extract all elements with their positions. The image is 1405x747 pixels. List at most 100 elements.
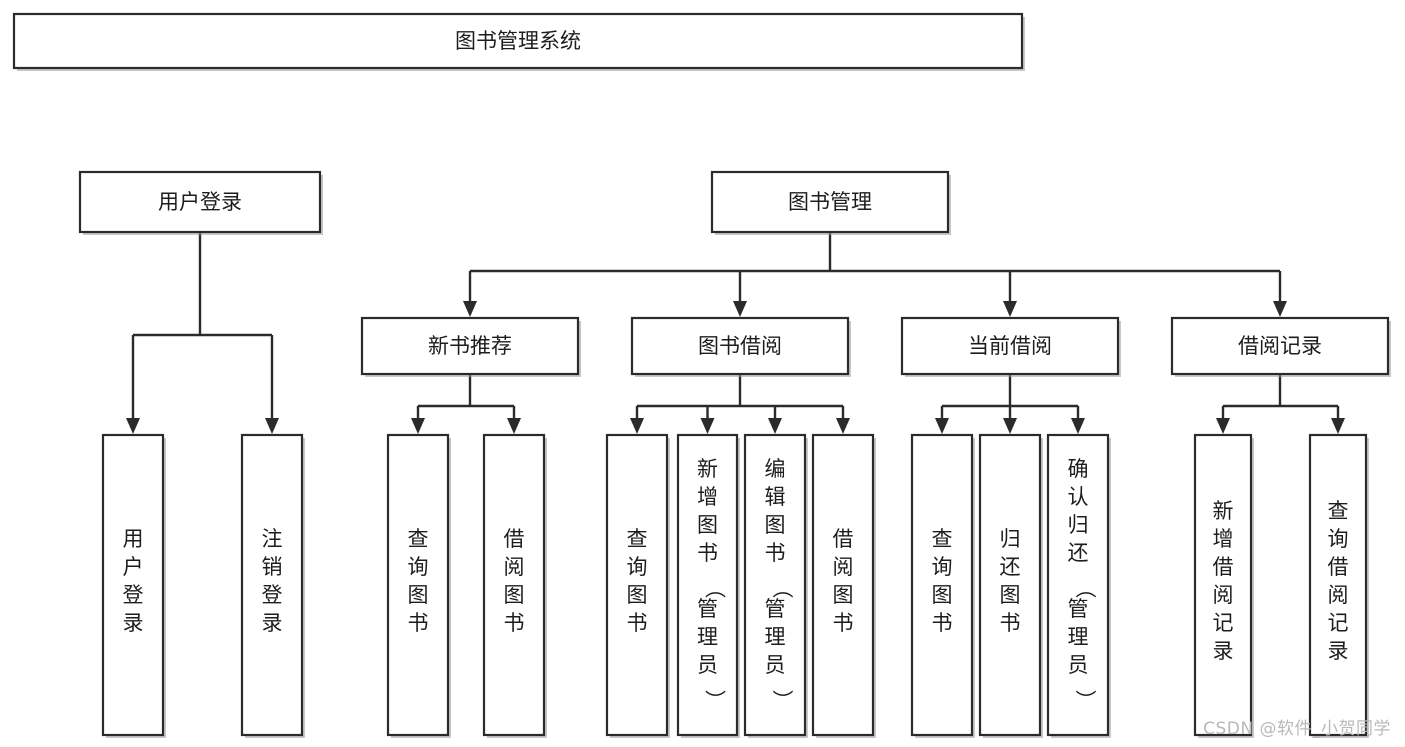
- node-box-logout[interactable]: [240, 433, 304, 737]
- connector-group-login-to-functions: [126, 232, 279, 434]
- svg-text:书: 书: [504, 611, 525, 635]
- svg-text:图: 图: [504, 583, 525, 607]
- node-new-book-rec[interactable]: 新书推荐: [360, 316, 581, 377]
- svg-text:书: 书: [697, 541, 718, 565]
- svg-text:图: 图: [408, 583, 429, 607]
- svg-text:还: 还: [1000, 555, 1021, 579]
- svg-text:阅: 阅: [1213, 583, 1234, 607]
- svg-text:员: 员: [697, 653, 718, 677]
- node-box-query-book-1[interactable]: [386, 433, 450, 737]
- node-box-book-manage[interactable]: [710, 170, 950, 234]
- node-root[interactable]: 图书管理系统: [12, 12, 1025, 71]
- svg-text:查: 查: [408, 527, 429, 551]
- node-box-book-borrow[interactable]: [630, 316, 850, 376]
- node-box-query-book-2[interactable]: [605, 433, 669, 737]
- svg-text:书: 书: [408, 611, 429, 635]
- node-box-user-login[interactable]: [78, 170, 322, 234]
- node-box-new-book-rec[interactable]: [360, 316, 580, 376]
- svg-text:记: 记: [1328, 611, 1349, 635]
- node-user-login[interactable]: 用户登录: [78, 170, 323, 235]
- node-book-manage[interactable]: 图书管理: [710, 170, 951, 235]
- node-login[interactable]: 用户登录: [101, 433, 166, 738]
- node-current-borrow[interactable]: 当前借阅: [900, 316, 1121, 377]
- csdn-watermark: CSDN @软件_小贺同学: [1203, 719, 1391, 739]
- svg-text:管: 管: [697, 597, 718, 621]
- node-label-borrow-record: 借阅记录: [1238, 334, 1322, 358]
- svg-text:还: 还: [1068, 541, 1089, 565]
- node-borrow-record[interactable]: 借阅记录: [1170, 316, 1391, 377]
- svg-text:图: 图: [1000, 583, 1021, 607]
- node-box-query-book-3[interactable]: [910, 433, 974, 737]
- connector-layer: [126, 232, 1345, 434]
- svg-text:借: 借: [1213, 555, 1234, 579]
- node-box-borrow-book-2[interactable]: [811, 433, 875, 737]
- svg-text:员: 员: [765, 653, 786, 677]
- svg-text:员: 员: [1068, 653, 1089, 677]
- svg-text:询: 询: [627, 555, 648, 579]
- svg-text:增: 增: [1213, 527, 1234, 551]
- svg-text:确: 确: [1068, 457, 1089, 481]
- svg-text:书: 书: [932, 611, 953, 635]
- node-box-login[interactable]: [101, 433, 165, 737]
- svg-text:理: 理: [697, 625, 718, 649]
- node-box-current-borrow[interactable]: [900, 316, 1120, 376]
- node-book-borrow[interactable]: 图书借阅: [630, 316, 851, 377]
- svg-text:销: 销: [262, 555, 283, 579]
- svg-text:图: 图: [833, 583, 854, 607]
- node-box-borrow-record[interactable]: [1170, 316, 1390, 376]
- svg-text:（: （: [1073, 578, 1097, 599]
- svg-text:登: 登: [123, 583, 144, 607]
- node-box-return-book[interactable]: [978, 433, 1042, 737]
- node-box-add-book[interactable]: [676, 433, 739, 737]
- svg-text:查: 查: [932, 527, 953, 551]
- svg-text:图: 图: [765, 513, 786, 537]
- svg-text:新: 新: [697, 457, 718, 481]
- svg-text:认: 认: [1068, 485, 1089, 509]
- svg-text:阅: 阅: [504, 555, 525, 579]
- svg-text:录: 录: [123, 611, 144, 635]
- svg-text:借: 借: [504, 527, 525, 551]
- svg-text:理: 理: [1068, 625, 1089, 649]
- svg-text:（: （: [703, 578, 727, 599]
- node-layer: 图书管理系统用户登录图书管理新书推荐图书借阅当前借阅借阅记录用户登录注销登录查询…: [12, 12, 1391, 738]
- svg-text:阅: 阅: [833, 555, 854, 579]
- svg-text:查: 查: [627, 527, 648, 551]
- node-label-root: 图书管理系统: [455, 29, 581, 53]
- node-label-login: 用户登录: [123, 527, 144, 635]
- node-box-root[interactable]: [12, 12, 1024, 70]
- node-box-add-borrow-record[interactable]: [1193, 433, 1253, 737]
- svg-text:辑: 辑: [765, 485, 786, 509]
- node-box-borrow-book-1[interactable]: [482, 433, 546, 737]
- node-box-edit-book[interactable]: [743, 433, 807, 737]
- svg-text:用: 用: [123, 527, 144, 551]
- svg-text:管: 管: [1068, 597, 1089, 621]
- svg-text:录: 录: [1213, 639, 1234, 663]
- node-box-confirm-return[interactable]: [1046, 433, 1110, 737]
- svg-text:户: 户: [123, 555, 144, 579]
- node-box-query-borrow-record[interactable]: [1308, 433, 1368, 737]
- svg-text:编: 编: [765, 457, 786, 481]
- node-label-current-borrow: 当前借阅: [968, 334, 1052, 358]
- svg-text:询: 询: [932, 555, 953, 579]
